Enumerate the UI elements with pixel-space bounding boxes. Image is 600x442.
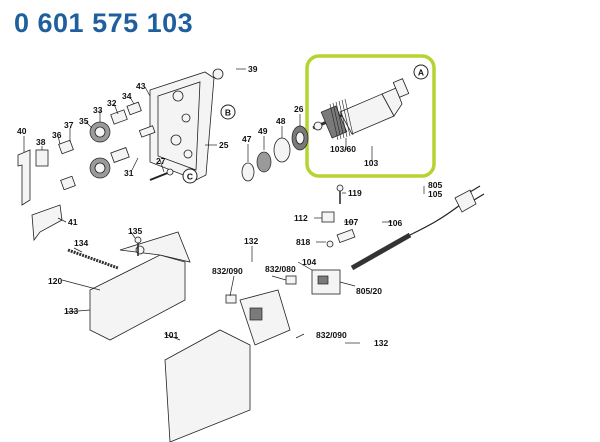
label-105: 105 — [428, 189, 442, 199]
label-832-090-left: 832/090 — [212, 266, 243, 276]
svg-text:B: B — [225, 108, 231, 118]
label-104: 104 — [302, 257, 316, 267]
label-48: 48 — [276, 116, 286, 126]
label-32: 32 — [107, 98, 117, 108]
label-103: 103 — [364, 158, 378, 168]
label-40: 40 — [17, 126, 27, 136]
armature-icon[interactable] — [312, 78, 410, 141]
armature-highlight-box — [305, 54, 436, 178]
screw-icon[interactable] — [134, 236, 142, 256]
label-119: 119 — [348, 188, 362, 198]
label-818: 818 — [296, 237, 310, 247]
label-47: 47 — [242, 134, 252, 144]
label-34: 34 — [122, 91, 132, 101]
motor-housing-icon[interactable] — [67, 231, 191, 341]
label-35: 35 — [79, 116, 89, 126]
label-132-top: 132 — [244, 236, 258, 246]
label-36: 36 — [52, 130, 62, 140]
label-112: 112 — [294, 213, 308, 223]
label-31: 31 — [124, 168, 134, 178]
callout-a: A — [413, 64, 429, 80]
gear-icon[interactable] — [58, 101, 156, 191]
svg-text:C: C — [187, 172, 193, 182]
label-101: 101 — [164, 330, 178, 340]
label-26: 26 — [294, 104, 304, 114]
label-135: 135 — [128, 226, 142, 236]
screw-icon[interactable] — [336, 184, 344, 204]
label-25: 25 — [219, 140, 229, 150]
power-cord-icon[interactable] — [350, 185, 485, 271]
label-38: 38 — [36, 137, 46, 147]
label-49: 49 — [258, 126, 268, 136]
label-37: 37 — [64, 120, 74, 130]
label-41: 41 — [68, 217, 78, 227]
leader-lines — [23, 68, 425, 344]
label-27: 27 — [156, 156, 166, 166]
callout-c: C — [182, 168, 198, 184]
bracket-icon[interactable] — [17, 149, 63, 242]
label-120: 120 — [48, 276, 62, 286]
label-39: 39 — [248, 64, 258, 74]
svg-text:A: A — [418, 68, 424, 78]
bearing-icon[interactable] — [241, 125, 309, 182]
label-133: 133 — [64, 306, 78, 316]
label-107: 107 — [344, 217, 358, 227]
switch-icon[interactable] — [311, 211, 356, 295]
label-43: 43 — [136, 81, 146, 91]
label-805: 805 — [428, 180, 442, 190]
label-106: 106 — [388, 218, 402, 228]
label-832-080: 832/080 — [265, 264, 296, 274]
label-805-20: 805/20 — [356, 286, 382, 296]
handle-cover-icon[interactable] — [164, 329, 251, 442]
brush-holder-icon[interactable] — [225, 275, 297, 346]
gear-housing-icon[interactable] — [149, 68, 224, 181]
label-132-bottom: 132 — [374, 338, 388, 348]
part-number-title: 0 601 575 103 — [14, 8, 194, 38]
label-134: 134 — [74, 238, 88, 248]
screw-icon[interactable] — [149, 168, 174, 181]
label-33: 33 — [93, 105, 103, 115]
label-103-60: 103/60 — [330, 144, 356, 154]
part-labels: 39 43 34 32 33 35 37 36 40 38 41 31 25 2… — [17, 64, 442, 348]
callout-b: B — [220, 104, 236, 120]
label-832-090-bottom: 832/090 — [316, 330, 347, 340]
